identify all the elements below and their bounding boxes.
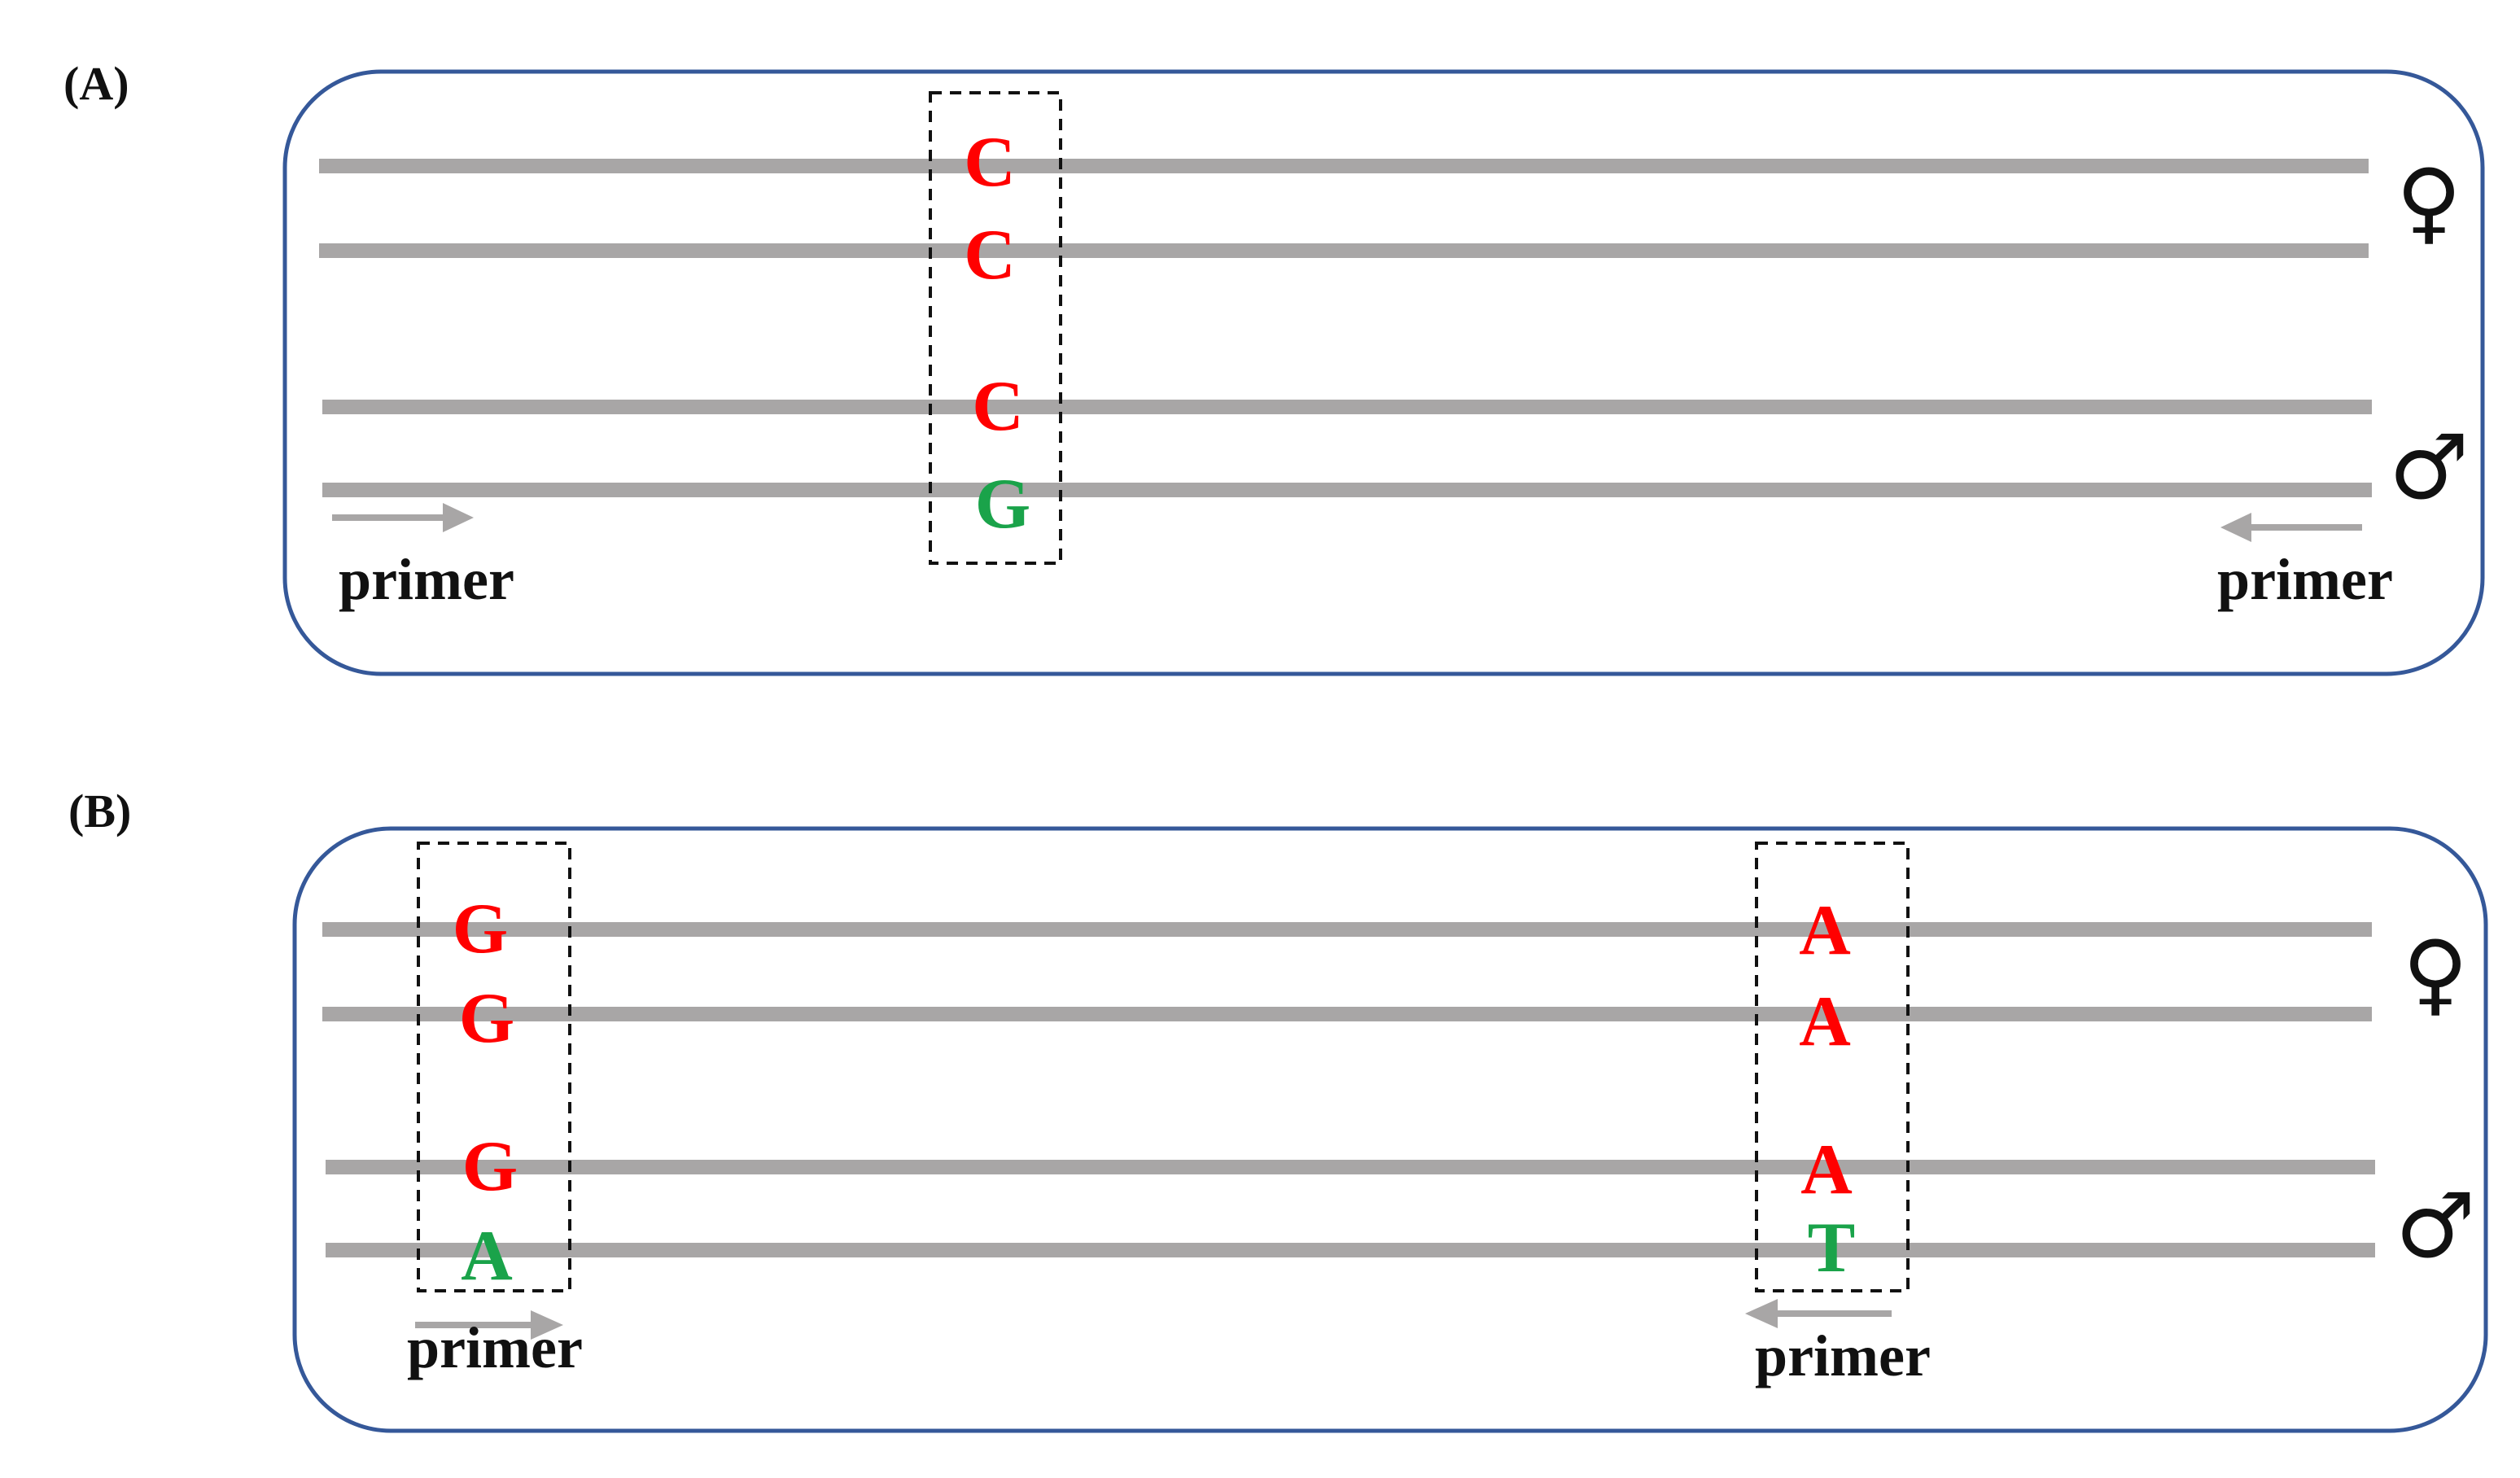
base-male-1: C [972, 367, 1024, 446]
primer-forward-arrow [332, 503, 474, 532]
base-right-male-1: A [1800, 1130, 1853, 1209]
panel-b-border [292, 826, 2488, 1433]
panel-a-border [282, 69, 2485, 676]
snp-site-box [929, 91, 1062, 565]
base-right-male-2-variant: T [1808, 1209, 1856, 1288]
panel-a: (A) C C C G ♀ ♂ primer primer [63, 57, 2485, 676]
primer-reverse-arrow [1745, 1299, 1892, 1328]
primer-forward-arrow [415, 1310, 563, 1340]
panel-a-label: (A) [63, 57, 129, 110]
male-symbol: ♂ [2395, 1174, 2476, 1278]
male-symbol: ♂ [2389, 415, 2470, 519]
base-right-female-2: A [1799, 982, 1851, 1061]
primer-reverse-arrow [2220, 513, 2362, 542]
base-female-1: C [964, 123, 1016, 202]
panel-b-label: (B) [68, 785, 131, 837]
primer-left-label: primer [407, 1315, 583, 1380]
base-left-male-2-variant: A [461, 1217, 513, 1296]
female-symbol: ♀ [2403, 921, 2469, 1025]
primer-right-label: primer [2217, 547, 2393, 612]
base-male-2-variant: G [975, 465, 1030, 544]
snp-site-box-right [1755, 842, 1910, 1292]
base-female-2: C [964, 216, 1016, 295]
base-right-female-1: A [1799, 891, 1851, 970]
snp-site-box-left [417, 842, 571, 1292]
base-left-female-1: G [453, 890, 508, 969]
primer-left-label: primer [339, 547, 514, 612]
base-left-female-2: G [459, 979, 514, 1058]
panel-b: (B) G G G A A A A T ♀ ♂ primer primer [68, 785, 2488, 1433]
female-symbol: ♀ [2396, 150, 2462, 254]
base-left-male-1: G [462, 1127, 518, 1206]
primer-right-label: primer [1755, 1323, 1931, 1388]
